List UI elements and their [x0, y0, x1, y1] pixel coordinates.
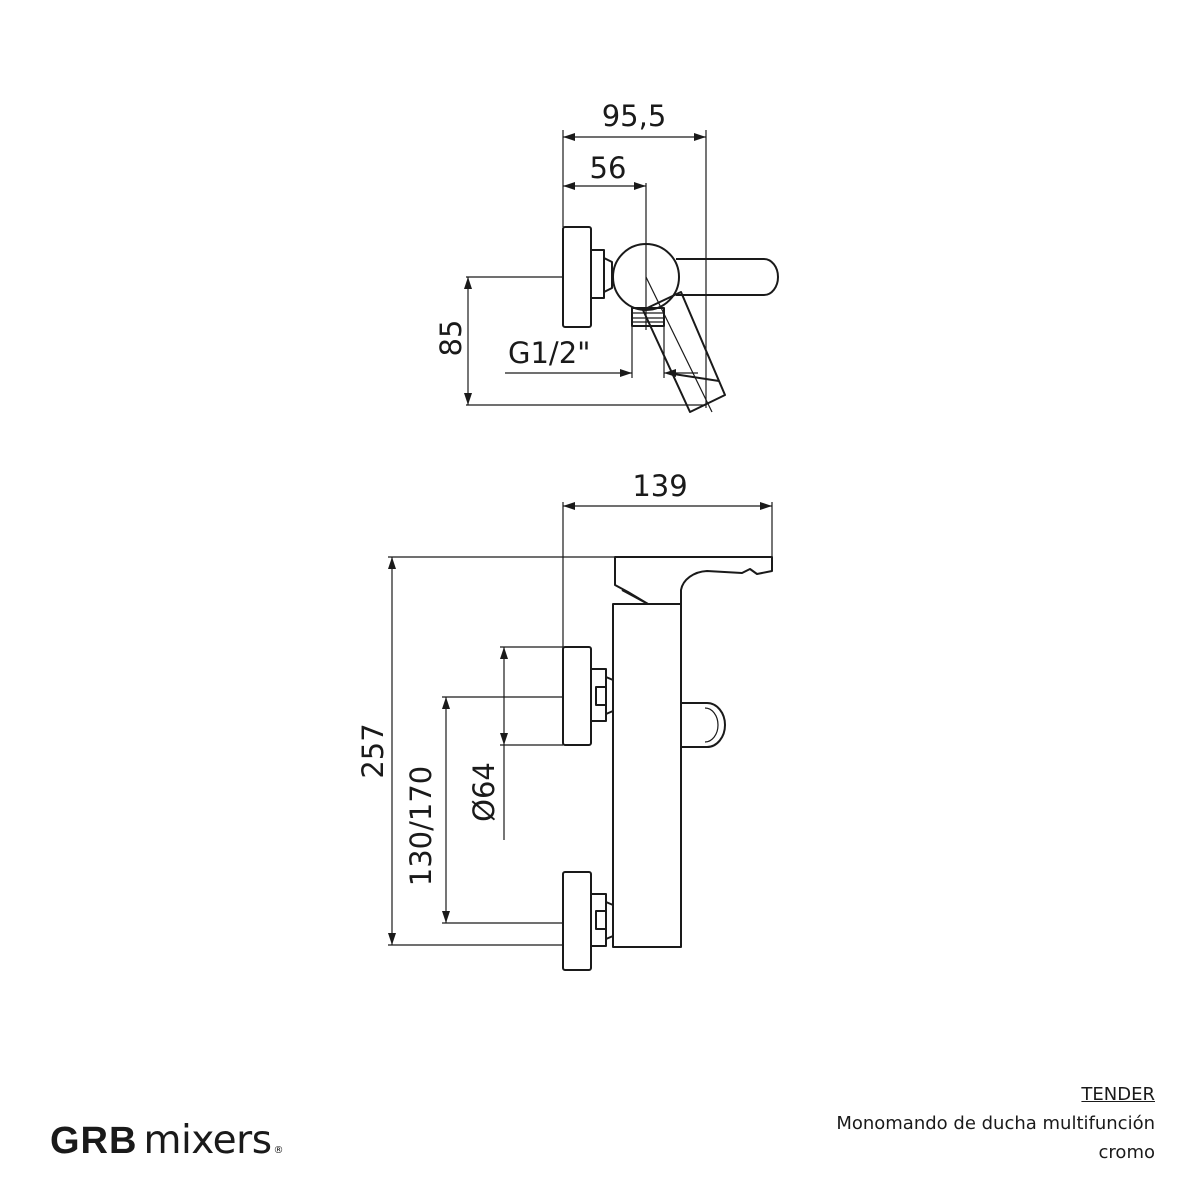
front-side-outlet — [681, 702, 726, 748]
product-description: Monomando de ducha multifunción — [836, 1113, 1155, 1134]
front-lever — [614, 556, 773, 605]
brand-logo-light: mixers — [143, 1118, 272, 1163]
dim-escutcheon-diameter: Ø64 — [467, 762, 501, 822]
product-info: TENDER Monomando de ducha multifunción c… — [836, 1080, 1155, 1167]
registered-mark: ® — [273, 1145, 284, 1156]
dim-top-height: 85 — [434, 320, 468, 357]
top-escutcheon — [562, 226, 592, 328]
front-body — [612, 603, 682, 948]
dim-top-overall-depth: 95,5 — [602, 99, 667, 133]
top-lever — [676, 258, 779, 296]
thread-label: G1/2" — [508, 336, 590, 370]
brand-logo-bold: GRB — [50, 1120, 138, 1162]
dim-centers: 130/170 — [404, 766, 438, 886]
dim-top-axis-depth: 56 — [590, 151, 627, 185]
top-view: 95,5 56 85 G1/2" — [434, 99, 779, 413]
top-spout — [642, 291, 726, 413]
product-finish: cromo — [1098, 1142, 1155, 1163]
product-name: TENDER — [1081, 1084, 1155, 1105]
dim-front-width: 139 — [632, 469, 687, 503]
front-escutcheon-upper — [562, 646, 592, 746]
front-view: 139 257 130/170 Ø64 — [356, 469, 773, 971]
dim-front-height: 257 — [356, 723, 390, 778]
top-connector — [591, 249, 605, 299]
brand-logo: GRB mixers ® — [50, 1118, 284, 1166]
front-escutcheon-lower — [562, 871, 592, 971]
